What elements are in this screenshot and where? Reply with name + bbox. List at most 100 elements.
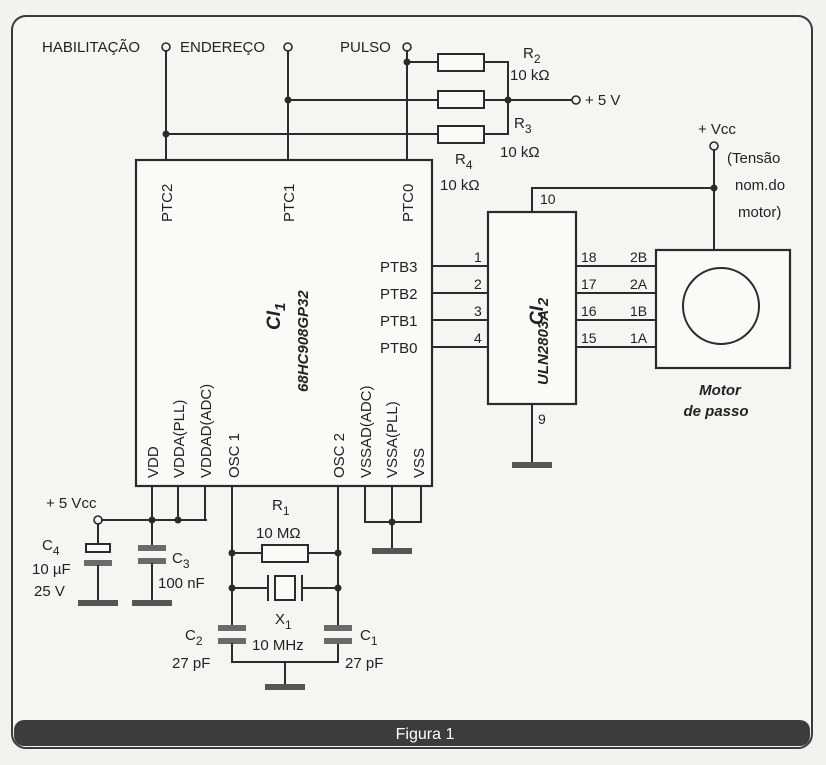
- capacitor-c1: [324, 638, 352, 644]
- capacitor-c4: [84, 560, 112, 566]
- caption-bar: [14, 720, 810, 746]
- plus5v-label: + 5 V: [585, 92, 620, 109]
- ground-symbol: [78, 600, 118, 606]
- r1-name: R1: [272, 497, 290, 518]
- c1-value: 27 pF: [345, 655, 383, 672]
- endereco-label: ENDEREÇO: [180, 39, 265, 56]
- junction: [284, 96, 292, 104]
- pulso-terminal: [402, 42, 412, 52]
- ic2-pin-3: 3: [474, 303, 482, 319]
- ic2-pin-15: 15: [581, 330, 597, 346]
- x1-value: 10 MHz: [252, 637, 304, 654]
- ic1-pin-ptb0: PTB0: [380, 340, 418, 357]
- ground-symbol: [132, 600, 172, 606]
- ic1-pin-ptc1: PTC1: [281, 184, 298, 222]
- r3-value: 10 kΩ: [500, 144, 540, 161]
- vcc-note-3: motor): [738, 204, 781, 221]
- ic2-ref: CI2: [527, 297, 552, 325]
- ic2-part-number: ULN2803A: [535, 310, 552, 385]
- resistor-r1: [261, 544, 309, 563]
- c1-name: C1: [360, 627, 378, 648]
- c4-name: C4: [42, 537, 60, 558]
- habilitacao-label: HABILITAÇÃO: [42, 39, 140, 56]
- ic1-pin-vssa: VSSA(PLL): [384, 401, 401, 478]
- junction: [403, 58, 411, 66]
- ic1-body: [134, 158, 434, 488]
- capacitor-c1: [324, 625, 352, 631]
- pulso-label: PULSO: [340, 39, 391, 56]
- figure-caption: Figura 1: [396, 726, 455, 743]
- ic1-pin-ptc2: PTC2: [159, 184, 176, 222]
- ic2-pin-10: 10: [540, 191, 556, 207]
- ic1-pin-vddad: VDDAD(ADC): [198, 384, 215, 478]
- wire-r2-right: [483, 61, 509, 135]
- r2-name: R2: [523, 45, 541, 66]
- junction: [334, 584, 342, 592]
- ic1-pin-osc1: OSC 1: [226, 433, 243, 478]
- junction: [334, 549, 342, 557]
- motor-label-line2: de passo: [683, 403, 748, 420]
- r3-name: R3: [514, 115, 532, 136]
- ic2-pin-2: 2: [474, 276, 482, 292]
- c3-name: C3: [172, 550, 190, 571]
- habilitacao-terminal: [161, 42, 171, 52]
- motor-phase-2a: 2A: [630, 276, 648, 292]
- plus5vcc-terminal: [93, 515, 103, 525]
- c4-value: 10 µF: [32, 561, 71, 578]
- c2-name: C2: [185, 627, 203, 648]
- capacitor-c2: [218, 638, 246, 644]
- junction: [174, 516, 182, 524]
- motor-phase-1a: 1A: [630, 330, 648, 346]
- motor-rotor-icon: [682, 267, 760, 345]
- capacitor-c3: [138, 558, 166, 564]
- c2-value: 27 pF: [172, 655, 210, 672]
- capacitor-c2: [218, 625, 246, 631]
- plus5v-terminal: [571, 95, 581, 105]
- ic1-pin-ptb3: PTB3: [380, 259, 418, 276]
- ground-symbol: [265, 684, 305, 690]
- r4-value: 10 kΩ: [440, 177, 480, 194]
- ic1-pin-vss: VSS: [411, 448, 428, 478]
- ic2-pin-17: 17: [581, 276, 597, 292]
- ic1-pin-vdda: VDDA(PLL): [171, 400, 188, 478]
- motor-label-line1: Motor: [699, 382, 742, 399]
- r4-name: R4: [455, 151, 473, 172]
- junction: [228, 584, 236, 592]
- ic2-pin-9: 9: [538, 411, 546, 427]
- ic2-pin-16: 16: [581, 303, 597, 319]
- vcc-note-1: (Tensão: [727, 150, 780, 167]
- capacitor-c4-plate: [85, 543, 111, 553]
- motor-phase-2b: 2B: [630, 249, 647, 265]
- ic1-pin-ptb1: PTB1: [380, 313, 418, 330]
- ic1-pin-osc2: OSC 2: [331, 433, 348, 478]
- r1-value: 10 MΩ: [256, 525, 301, 542]
- ground-symbol: [372, 548, 412, 554]
- resistor-r2: [437, 53, 485, 72]
- junction: [710, 184, 718, 192]
- resistor-r4: [437, 125, 485, 144]
- ic2-pin-4: 4: [474, 330, 482, 346]
- ic2-pin-1: 1: [474, 249, 482, 265]
- wire-ic2-pin10: [531, 187, 715, 213]
- vcc-note-2: nom.do: [735, 177, 785, 194]
- ic1-part-number: 68HC908GP32: [295, 290, 312, 392]
- motor-phase-1b: 1B: [630, 303, 647, 319]
- ic1-pin-vssad: VSSAD(ADC): [358, 385, 375, 478]
- c3-value: 100 nF: [158, 575, 205, 592]
- endereco-terminal: [283, 42, 293, 52]
- r2-value: 10 kΩ: [510, 67, 550, 84]
- vcc-terminal: [709, 141, 719, 151]
- ground-symbol: [512, 462, 552, 468]
- junction: [228, 549, 236, 557]
- plus5vcc-label: + 5 Vcc: [46, 495, 97, 512]
- resistor-r3: [437, 90, 485, 109]
- c4-voltage: 25 V: [34, 583, 65, 600]
- ic1-pin-ptb2: PTB2: [380, 286, 418, 303]
- x1-name: X1: [275, 611, 292, 632]
- crystal-x1: [274, 575, 296, 601]
- ic1-pin-vdd: VDD: [145, 446, 162, 478]
- ic2-pin-18: 18: [581, 249, 597, 265]
- ic1-ref: CI1: [264, 303, 289, 330]
